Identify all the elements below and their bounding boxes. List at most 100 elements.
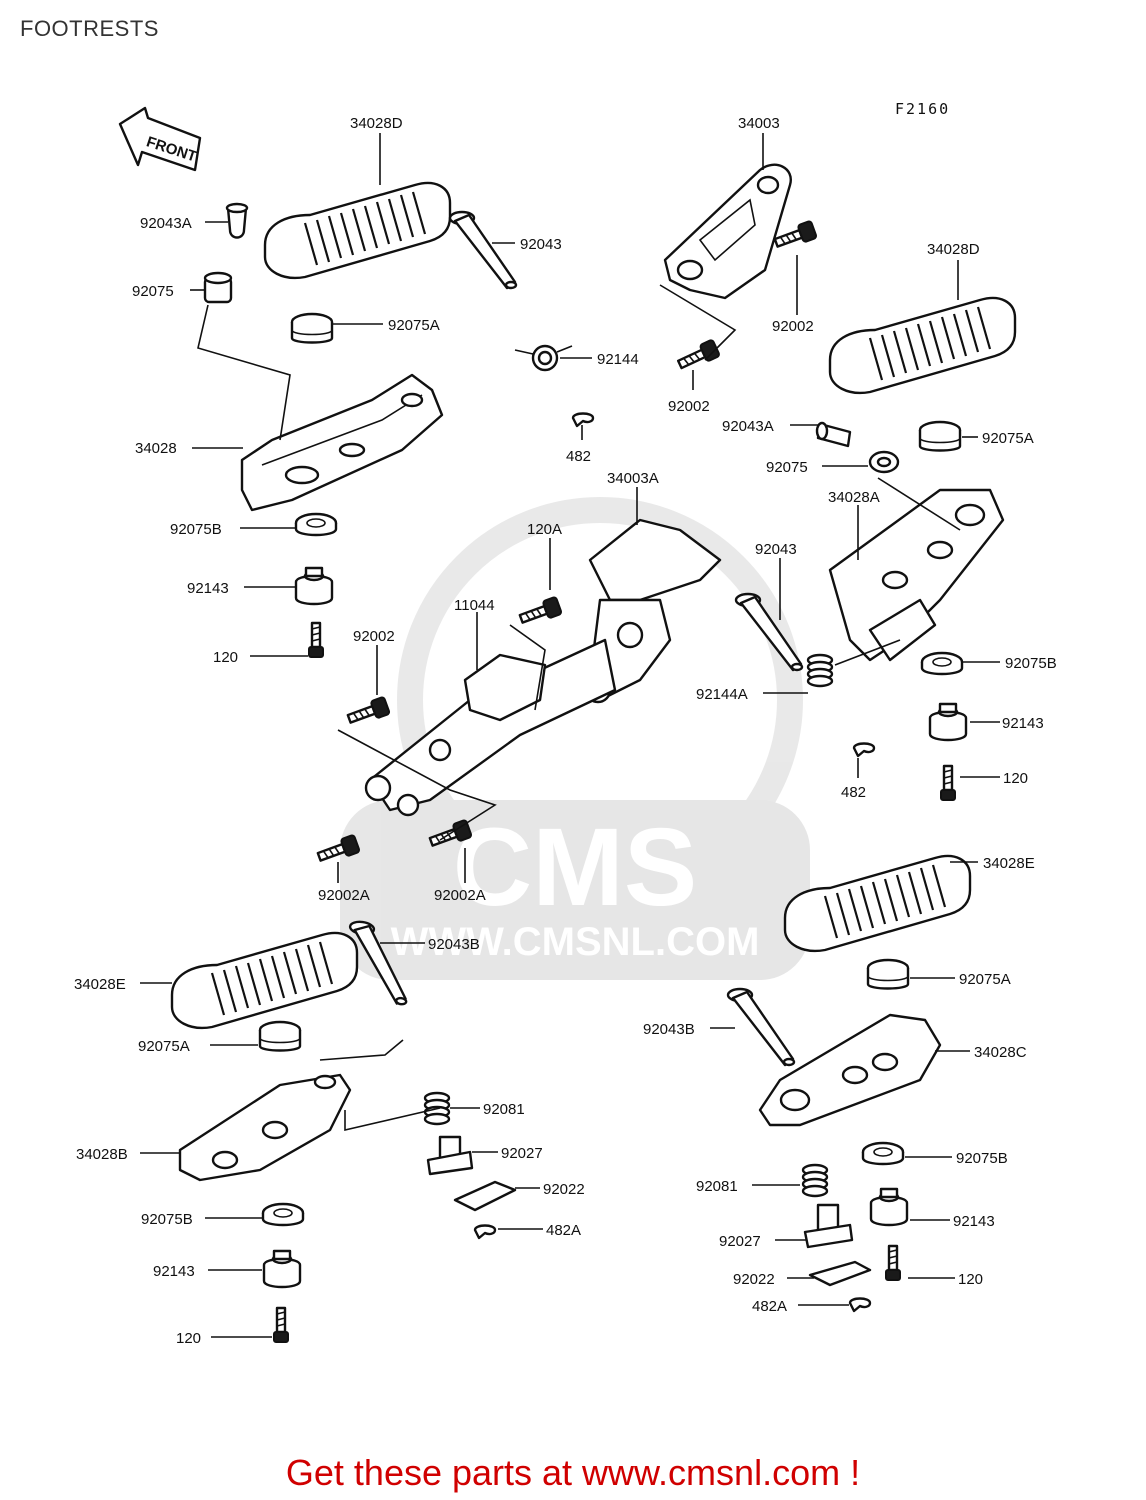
- callout-120: 120: [213, 649, 238, 666]
- callout-92075: 92075: [766, 459, 808, 476]
- callout-92075B: 92075B: [956, 1150, 1008, 1167]
- pin-92043A-right: [815, 421, 852, 448]
- circlip-482A-right: [848, 1297, 872, 1313]
- cms-watermark: CMS WWW.CMSNL.COM: [340, 497, 810, 980]
- callout-92075B: 92075B: [141, 1211, 193, 1228]
- pin-92043-1: [448, 210, 518, 290]
- callout-92143: 92143: [953, 1213, 995, 1230]
- rubber-34028E-left: [170, 931, 359, 1030]
- callout-34003A: 34003A: [607, 470, 659, 487]
- rubber-34028D-right: [828, 296, 1017, 395]
- callout-92144: 92144: [597, 351, 639, 368]
- callout-92002: 92002: [668, 398, 710, 415]
- detent-92027-left: [426, 1135, 474, 1176]
- callout-92022: 92022: [543, 1181, 585, 1198]
- pin-92043B-right: [726, 987, 796, 1067]
- circlip-482-2: [852, 742, 876, 758]
- rubber-34028E-right: [783, 854, 972, 953]
- bolt-92002-2: [674, 338, 722, 374]
- callout-92043B: 92043B: [643, 1021, 695, 1038]
- bolt-120-3: [884, 1244, 902, 1282]
- spring-92081-right: [801, 1163, 829, 1198]
- watermark-url: WWW.CMSNL.COM: [391, 920, 760, 964]
- leader-lines: [140, 133, 1000, 1338]
- callout-92075: 92075: [132, 283, 174, 300]
- shop-link[interactable]: Get these parts at www.cmsnl.com !: [285, 1452, 861, 1493]
- washer-92075B-4: [261, 1202, 305, 1227]
- callout-120: 120: [176, 1330, 201, 1347]
- grommet-92075A-1: [290, 312, 334, 344]
- bolt-120-1: [307, 621, 325, 659]
- circlip-482A-left: [473, 1224, 497, 1240]
- callout-92043A: 92043A: [140, 215, 192, 232]
- bolt-120-2: [939, 764, 957, 802]
- circlip-482-1: [571, 412, 595, 428]
- callout-92143: 92143: [1002, 715, 1044, 732]
- callout-92022: 92022: [733, 1271, 775, 1288]
- callout-92043A: 92043A: [722, 418, 774, 435]
- bracket-34003A: [584, 518, 722, 704]
- bush-92075-right: [868, 450, 900, 474]
- watermark-brand: CMS: [453, 806, 697, 929]
- grommet-92075A-4: [258, 1020, 302, 1052]
- damper-92143-4: [262, 1249, 302, 1289]
- callout-34028E: 34028E: [983, 855, 1035, 872]
- callout-92075B: 92075B: [170, 521, 222, 538]
- callout-482A: 482A: [546, 1222, 581, 1239]
- callout-92002A: 92002A: [318, 887, 370, 904]
- footpeg-bracket-34028A: [828, 488, 1005, 662]
- washer-92075B-3: [861, 1141, 905, 1166]
- callout-92075A: 92075A: [959, 971, 1011, 988]
- bracket-34003: [663, 163, 792, 300]
- callout-34028D: 34028D: [350, 115, 403, 132]
- callout-92043: 92043: [755, 541, 797, 558]
- spring-92144: [514, 344, 573, 372]
- callout-labels: 34028D 34003 92043A 92043 34028D 92075 9…: [74, 115, 1057, 1347]
- callout-92143: 92143: [187, 580, 229, 597]
- callout-92043: 92043: [520, 236, 562, 253]
- footpeg-bracket-34028: [240, 373, 444, 512]
- washer-92075B-1: [294, 512, 338, 537]
- callout-92075A: 92075A: [138, 1038, 190, 1055]
- figure-code: F2160: [895, 100, 950, 118]
- callout-120: 120: [958, 1271, 983, 1288]
- callout-92043B: 92043B: [428, 936, 480, 953]
- plate-92022-right: [808, 1260, 872, 1287]
- front-arrow-icon: FRONT: [118, 106, 202, 172]
- callout-34028C: 34028C: [974, 1044, 1027, 1061]
- callout-482: 482: [566, 448, 591, 465]
- damper-92143-3: [869, 1187, 909, 1227]
- callout-92027: 92027: [719, 1233, 761, 1250]
- callout-92144A: 92144A: [696, 686, 748, 703]
- callout-92081: 92081: [483, 1101, 525, 1118]
- callout-120A: 120A: [527, 521, 562, 538]
- pin-92043A-left: [225, 202, 249, 239]
- callout-482A: 482A: [752, 1298, 787, 1315]
- callout-92002A: 92002A: [434, 887, 486, 904]
- callout-92075A: 92075A: [982, 430, 1034, 447]
- rubber-34028D-left: [263, 181, 452, 280]
- damper-92143-2: [928, 702, 968, 742]
- callout-92075B: 92075B: [1005, 655, 1057, 672]
- bolt-120A: [516, 595, 564, 629]
- callout-92143: 92143: [153, 1263, 195, 1280]
- callout-92081: 92081: [696, 1178, 738, 1195]
- callout-92002: 92002: [353, 628, 395, 645]
- washer-92075B-2: [920, 651, 964, 676]
- bolt-92002-1: [771, 219, 819, 253]
- bolt-120-4: [272, 1306, 290, 1344]
- callout-92002: 92002: [772, 318, 814, 335]
- footpeg-bracket-34028B: [178, 1073, 352, 1182]
- grommet-92075A-2: [918, 420, 962, 452]
- callout-92027: 92027: [501, 1145, 543, 1162]
- callout-120: 120: [1003, 770, 1028, 787]
- callout-34028D: 34028D: [927, 241, 980, 258]
- callout-92075A: 92075A: [388, 317, 440, 334]
- bush-92075-left: [203, 271, 233, 304]
- damper-92143-1: [294, 566, 334, 606]
- callout-34028A: 34028A: [828, 489, 880, 506]
- callout-34003: 34003: [738, 115, 780, 132]
- callout-34028: 34028: [135, 440, 177, 457]
- footpeg-bracket-34028C: [758, 1013, 942, 1127]
